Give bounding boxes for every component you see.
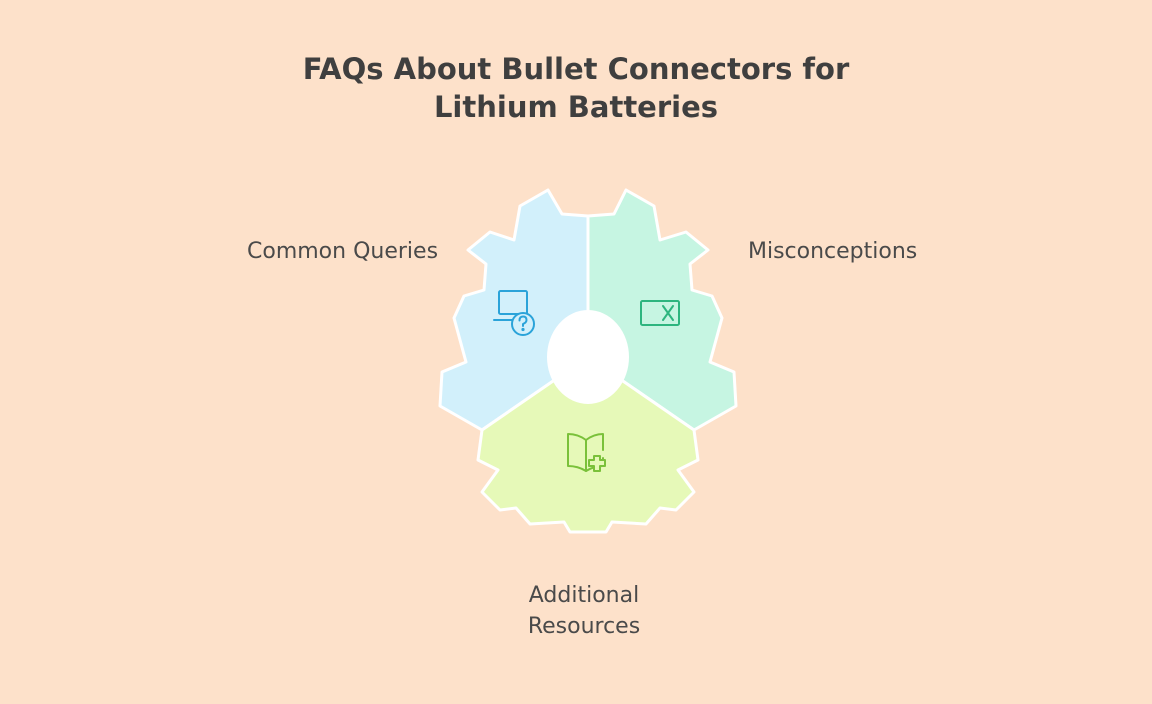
gear-segment-additional-resources [476,355,700,534]
additional-resources-line-2: Resources [527,614,641,639]
additional-resources-label: Additional Resources [484,580,684,642]
page-title: FAQs About Bullet Connectors for Lithium… [0,50,1152,126]
common-queries-label: Common Queries [247,239,439,264]
misconceptions-label: Misconceptions [748,239,918,264]
title-line-1: FAQs About Bullet Connectors for [302,52,850,86]
additional-resources-line-1: Additional [528,583,640,608]
book-plus-icon [567,433,606,472]
title-line-2: Lithium Batteries [433,90,719,124]
laptop-question-icon [493,290,535,336]
x-box-icon [640,300,680,326]
gear-center-hole [547,310,629,404]
